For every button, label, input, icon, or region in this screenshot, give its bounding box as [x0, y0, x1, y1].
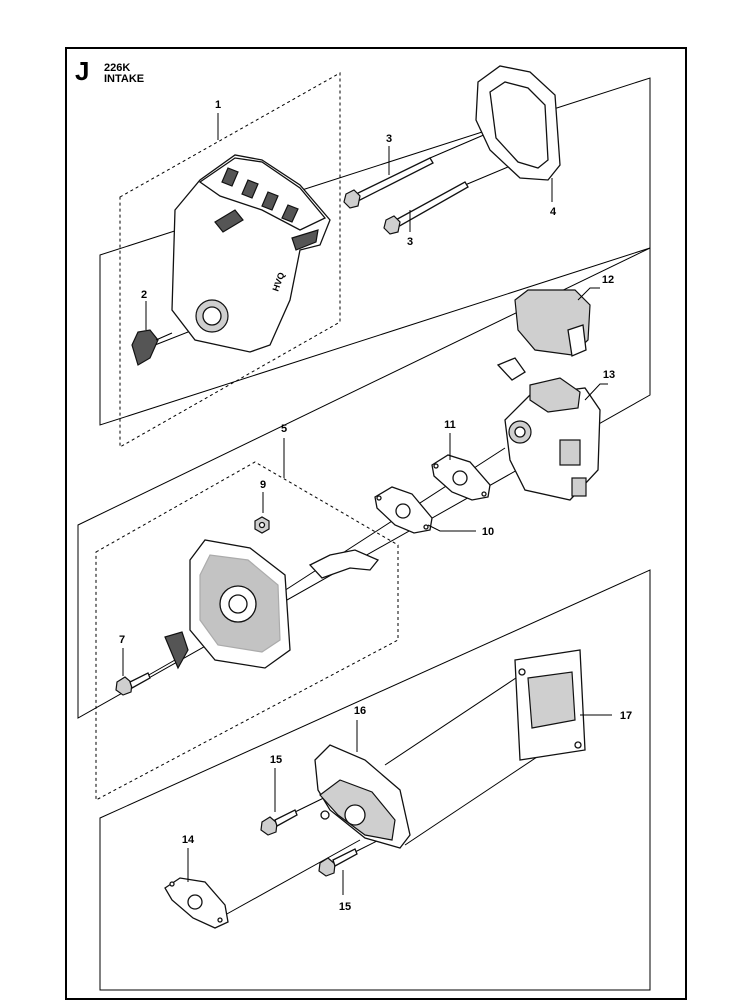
callout-16: 16	[354, 705, 366, 717]
assembly-box-carb-holder	[95, 461, 399, 801]
gasket-14	[164, 877, 229, 929]
long-screw-lower	[383, 181, 469, 235]
callout-3b: 3	[407, 236, 413, 248]
callout-9: 9	[260, 479, 266, 491]
leader-line	[584, 383, 608, 401]
page-frame	[65, 47, 687, 1000]
carburetor-cap	[514, 289, 591, 357]
callout-12: 12	[602, 274, 614, 286]
intake-insulator	[314, 744, 411, 849]
gasket-10	[374, 486, 433, 534]
callout-7: 7	[119, 634, 125, 646]
model-name: 226K	[104, 62, 131, 74]
alignment-box-middle	[77, 247, 651, 719]
callout-2: 2	[141, 289, 147, 301]
insulator-screw-upper	[260, 809, 298, 836]
gasket-plate	[514, 649, 586, 761]
air-filter	[475, 65, 561, 181]
callout-4: 4	[550, 206, 557, 218]
alignment-box-bottom	[99, 569, 651, 991]
callout-5: 5	[281, 423, 287, 435]
long-screw-upper	[343, 157, 434, 209]
leader-line	[427, 524, 476, 532]
axis-line	[384, 669, 529, 766]
gasket-11	[431, 454, 491, 501]
callout-11: 11	[444, 419, 456, 431]
section-title: INTAKE	[104, 73, 145, 85]
callout-10: 10	[482, 526, 494, 538]
callout-14: 14	[182, 834, 195, 846]
assembly-box-cover	[119, 72, 341, 448]
cover-knob	[131, 329, 173, 366]
leader-line	[577, 287, 600, 301]
holder-screw	[115, 672, 151, 696]
air-filter-cover: HVQ	[171, 154, 331, 353]
callout-15b: 15	[339, 901, 351, 913]
callout-17: 17	[620, 710, 632, 722]
callout-3a: 3	[386, 133, 392, 145]
callout-1: 1	[215, 99, 221, 111]
carburetor	[496, 357, 601, 501]
section-letter: J	[75, 56, 90, 86]
nut	[254, 516, 270, 534]
callout-13: 13	[603, 369, 615, 381]
insulator-screw-lower	[318, 848, 358, 877]
axis-line	[224, 839, 361, 916]
callout-15a: 15	[270, 754, 282, 766]
carburetor-holder	[164, 539, 380, 670]
